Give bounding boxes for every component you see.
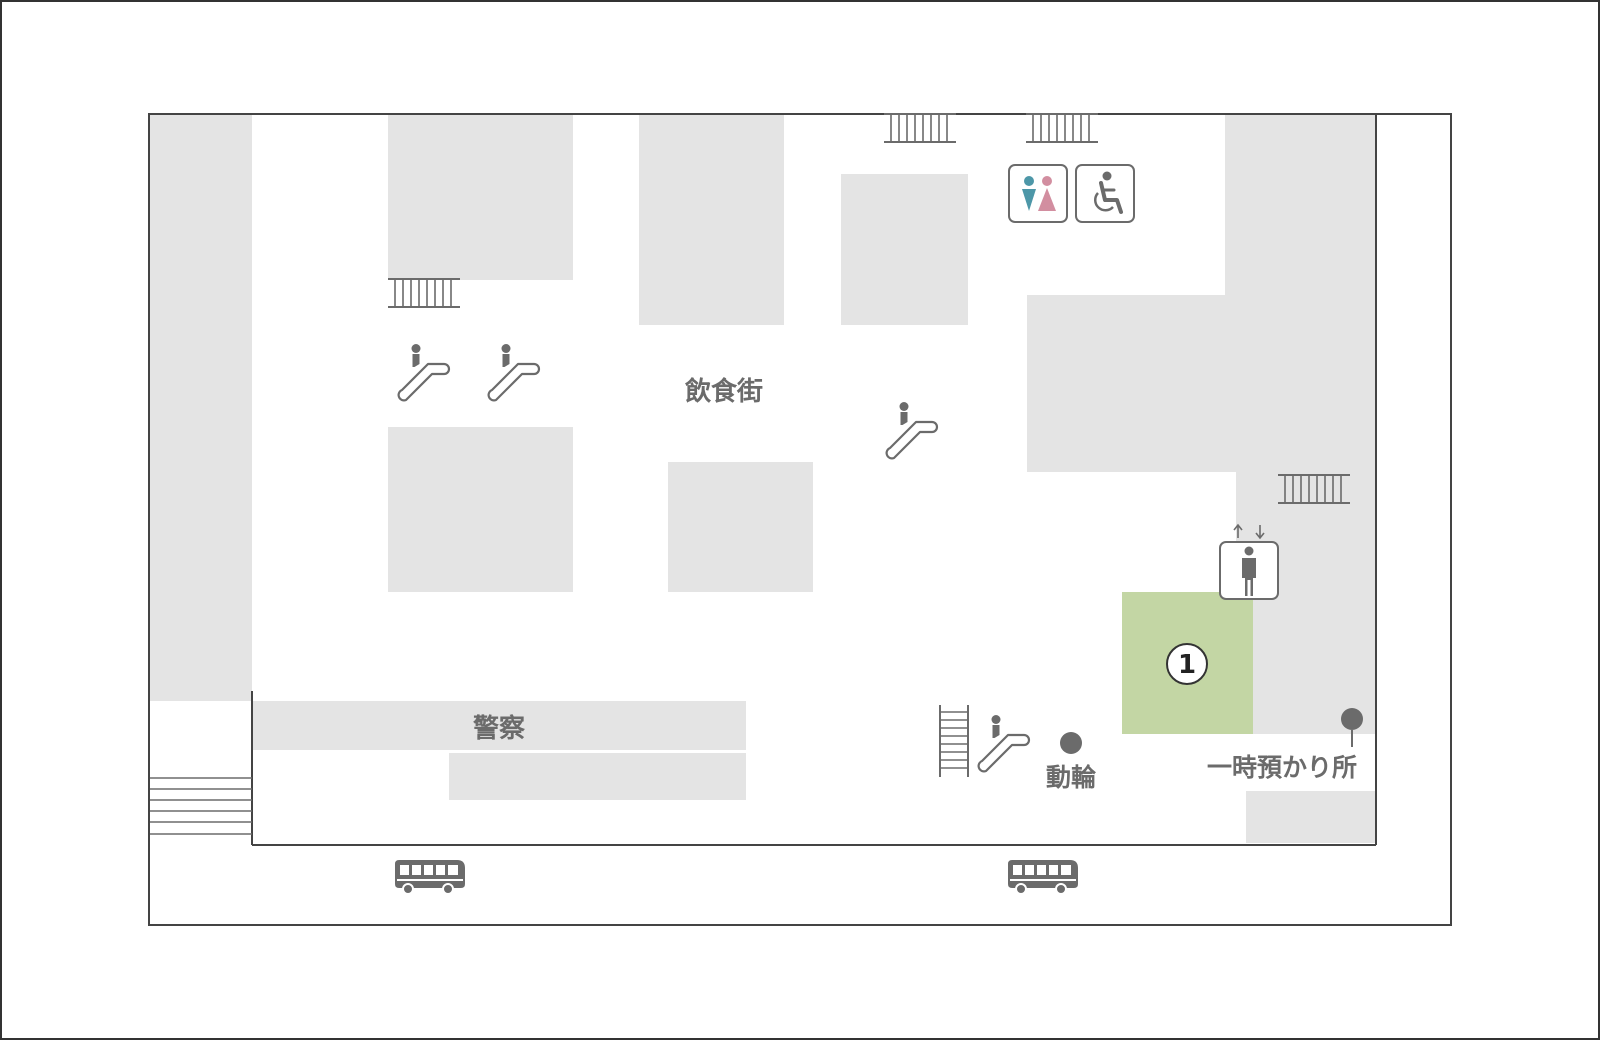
block-west-strip [150,115,252,701]
police-label: 警察 [473,713,526,744]
marker-1[interactable]: 1 [1166,643,1208,685]
block [668,462,813,592]
block-east [1236,470,1376,734]
marker-number: 1 [1178,650,1196,680]
block-east [1225,115,1376,295]
block [1246,791,1376,843]
block [639,115,784,325]
west-entrance-stairs-icon [150,777,252,835]
block-east [1027,295,1376,472]
bicycle-parking-marker-icon [1060,732,1082,754]
block [388,427,573,592]
block [841,174,968,325]
police-block [253,701,746,750]
elevator-icon[interactable] [1219,523,1279,600]
block [449,753,746,800]
accessible-restroom-icon[interactable] [1075,164,1135,223]
restroom-icon[interactable] [1008,164,1068,223]
map-pin-icon [1341,708,1363,747]
food-court-label: 飲食街 [684,376,763,407]
building-blocks [150,115,1376,843]
inner-walls [251,114,1377,846]
bicycle-parking-label: 動輪 [1046,763,1097,792]
block [388,115,573,280]
luggage-storage-label: 一時預かり所 [1207,753,1357,782]
